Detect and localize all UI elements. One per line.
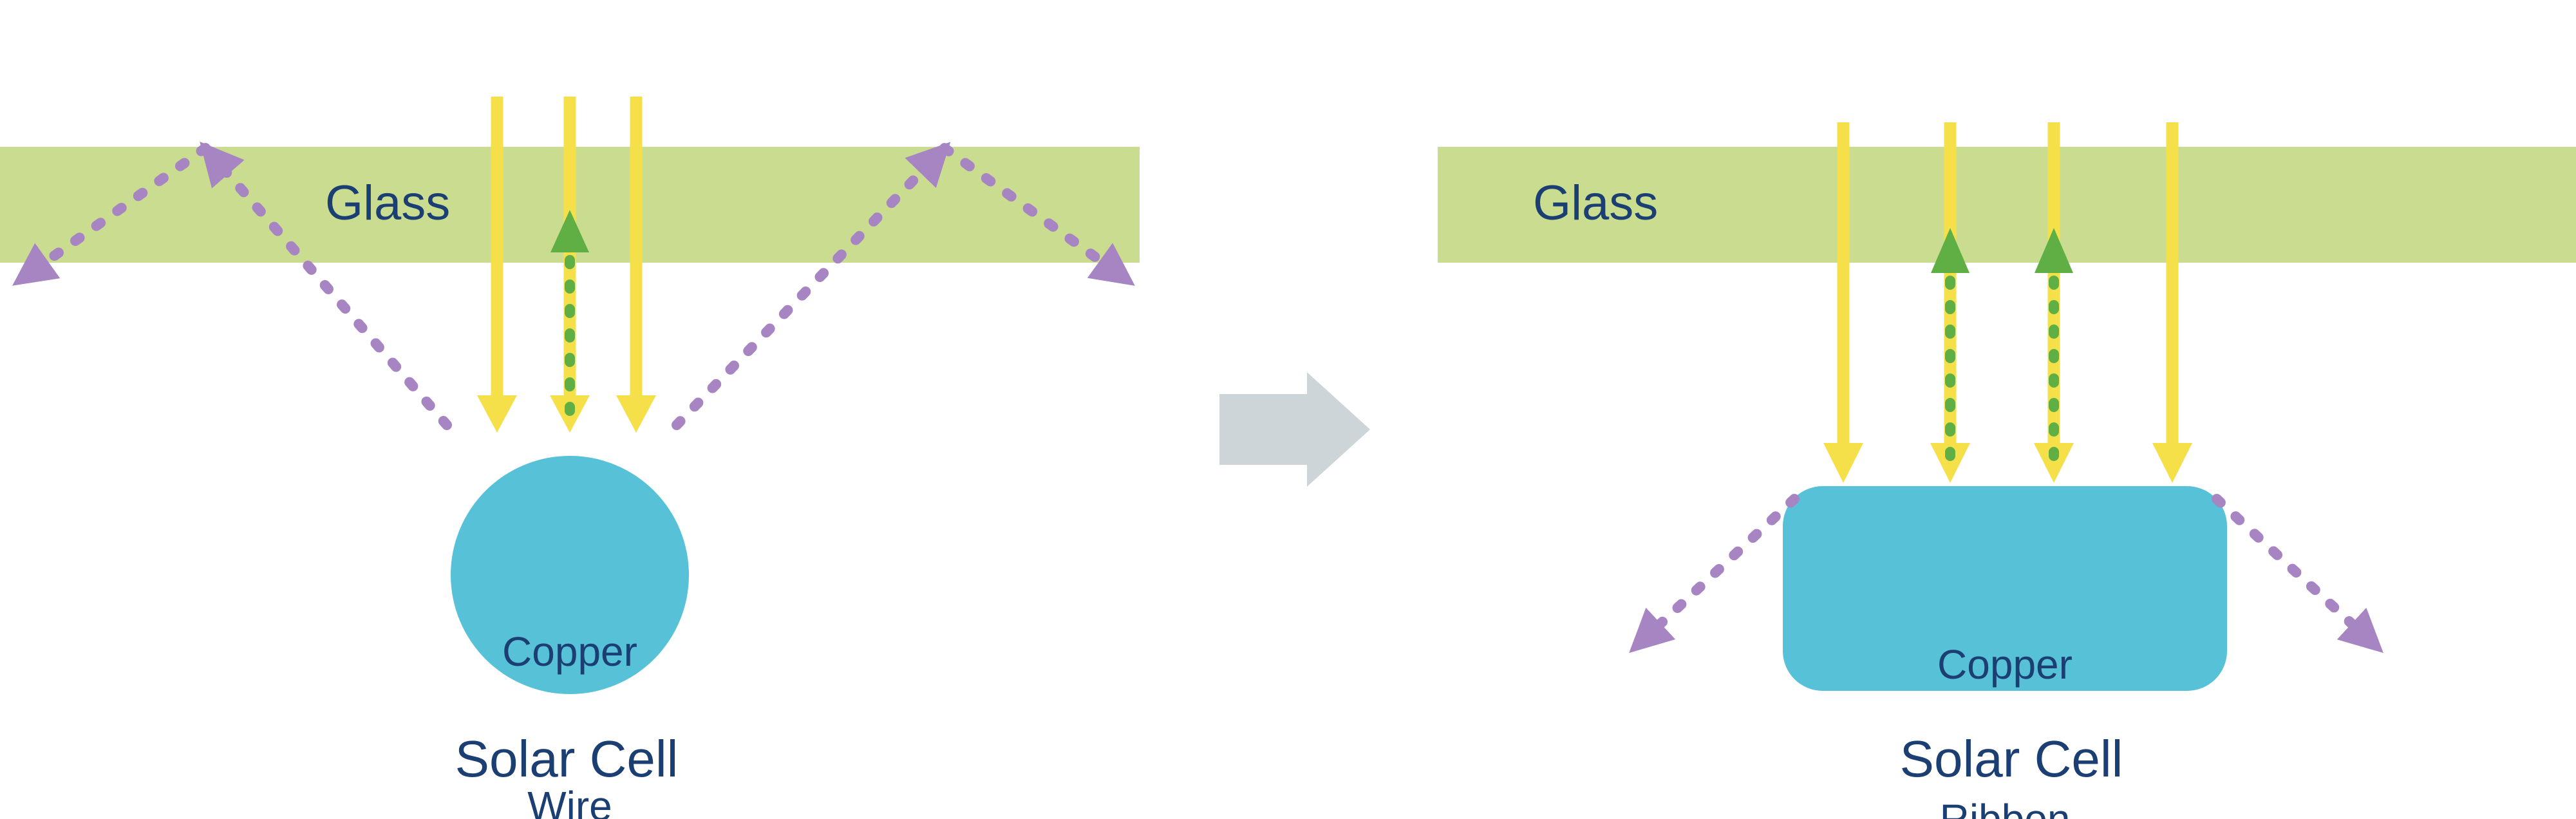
reflected-light-arrow xyxy=(1629,494,1800,654)
solar-cell-caption-right: Solar Cell xyxy=(1899,730,2123,787)
glass-label-right: Glass xyxy=(1533,176,1659,231)
solar-cell-caption-left: Solar Cell xyxy=(455,730,679,787)
reflected-light-arrow xyxy=(939,143,1135,286)
absorbed-light-arrow xyxy=(1931,228,1970,480)
sunlight-arrow xyxy=(2152,122,2192,483)
reflected-light-arrow xyxy=(2212,494,2383,654)
right-panel-graphics xyxy=(1438,122,2576,691)
copper-wire-shape xyxy=(451,456,689,694)
absorbed-light-arrow xyxy=(2035,228,2073,480)
sunlight-arrow xyxy=(477,97,517,433)
copper-ribbon-label-line1: Copper xyxy=(1937,641,2073,688)
copper-wire-label: Copper Wire xyxy=(409,523,731,819)
copper-wire-label-line1: Copper xyxy=(502,628,637,675)
copper-ribbon-label: Copper Ribbon xyxy=(1844,536,2166,819)
transform-arrow xyxy=(1219,372,1370,487)
reflected-light-arrow xyxy=(200,141,452,430)
copper-ribbon-shape xyxy=(1783,486,2227,691)
left-panel-graphics xyxy=(0,97,1140,694)
glass-label-left: Glass xyxy=(325,176,451,231)
sunlight-arrow xyxy=(1823,122,1863,483)
copper-ribbon-label-line2: Ribbon xyxy=(1939,796,2071,819)
reflected-light-arrow xyxy=(12,143,211,286)
absorbed-light-arrow xyxy=(550,210,589,424)
glass-layer-right xyxy=(1438,147,2576,263)
sunlight-arrow xyxy=(616,97,656,433)
copper-wire-label-line2: Wire xyxy=(527,783,612,819)
